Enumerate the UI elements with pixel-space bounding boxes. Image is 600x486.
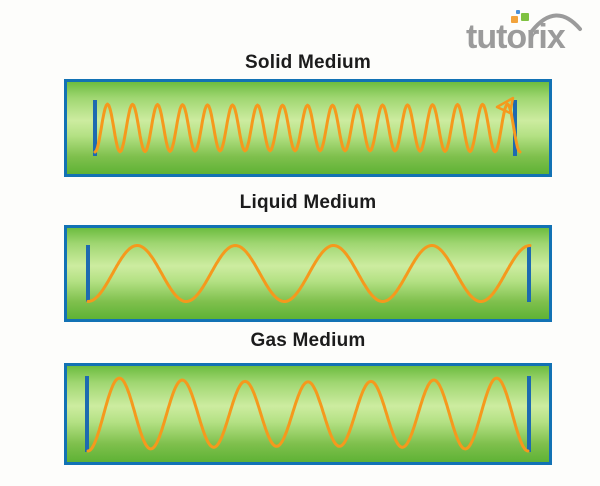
end-bar [527, 376, 531, 452]
solid-wave [93, 102, 522, 154]
panel-title-solid: Solid Medium [245, 52, 371, 73]
logo-wordmark-main: tutori [466, 18, 548, 56]
logo-blue-square-icon [516, 10, 520, 14]
gas-wave [86, 376, 530, 453]
liquid-medium-box [64, 225, 552, 322]
solid-medium-box [64, 79, 552, 177]
tutorix-logo: tutorix [466, 10, 592, 57]
end-bar [86, 245, 90, 302]
panel-title-liquid: Liquid Medium [239, 192, 377, 213]
wave-arrowhead-icon [495, 96, 515, 115]
end-bar [85, 376, 89, 452]
liquid-wave [86, 244, 532, 303]
end-bar [527, 245, 531, 302]
logo-green-square-icon [521, 13, 529, 21]
panel-title-gas: Gas Medium [250, 330, 366, 351]
logo-orange-square-icon [511, 16, 518, 23]
logo-wordmark: tutorix [466, 18, 566, 57]
logo-swoosh-icon [530, 13, 582, 33]
gas-medium-box [64, 363, 552, 465]
logo-wordmark-x: x [546, 18, 566, 56]
end-bar [93, 100, 97, 156]
